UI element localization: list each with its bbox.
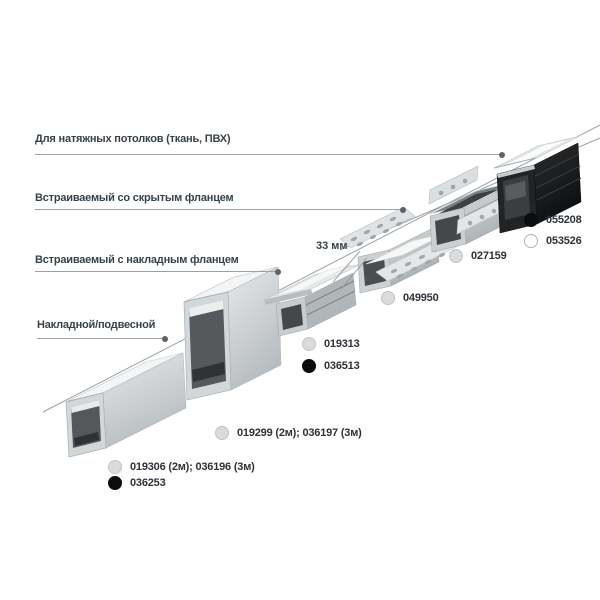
category-label-hidden-flange: Встраиваемый со скрытым фланцем: [35, 192, 234, 204]
variant-dot: [215, 426, 229, 440]
category-label-surface-flange: Встраиваемый с накладным фланцем: [35, 254, 239, 266]
variant-dot: [449, 249, 463, 263]
product-code: 036253: [130, 477, 166, 489]
profile-surface-small: [65, 352, 187, 458]
variant-dot: [302, 359, 316, 373]
product-code: 019306 (2м); 036196 (3м): [130, 461, 255, 473]
code-row: 053526: [524, 234, 582, 248]
leader-dot: [499, 151, 505, 158]
code-row: 036253: [108, 476, 166, 490]
variant-dot: [524, 234, 538, 248]
dimension-ticks: [332, 250, 368, 290]
variant-dot: [302, 337, 316, 351]
variant-dot: [381, 291, 395, 305]
leader-dot: [275, 268, 281, 275]
product-code: 049950: [403, 292, 439, 304]
leader-dot: [400, 206, 406, 213]
profile-recessed-surface-flange: [263, 263, 362, 337]
leader-line-hidden-flange: [35, 206, 406, 213]
product-code: 019313: [324, 338, 360, 350]
code-row: 019313: [302, 337, 360, 351]
product-code: 027159: [471, 250, 507, 262]
dimension-label-33mm: 33 мм: [316, 240, 348, 252]
code-row: 027159: [449, 249, 507, 263]
code-row: 049950: [381, 291, 439, 305]
category-label-stretch-ceilings: Для натяжных потолков (ткань, ПВХ): [35, 133, 231, 145]
variant-dot: [108, 476, 122, 490]
product-code: 036513: [324, 360, 360, 372]
code-row: 019299 (2м); 036197 (3м): [215, 426, 362, 440]
leader-dot: [162, 335, 168, 342]
leader-line-stretch-ceilings: [35, 151, 505, 158]
leader-line-surface-suspended: [37, 335, 168, 342]
code-row: 036513: [302, 359, 360, 373]
code-row: 019306 (2м); 036196 (3м): [108, 460, 255, 474]
product-code: 019299 (2м); 036197 (3м): [237, 427, 362, 439]
product-code: 055208: [546, 214, 582, 226]
product-code: 053526: [546, 235, 582, 247]
profile-surface-tall: [183, 266, 282, 401]
code-row: 055208: [524, 213, 582, 227]
variant-dot: [524, 213, 538, 227]
leader-line-surface-flange: [35, 268, 281, 275]
variant-dot: [108, 460, 122, 474]
category-label-surface-suspended: Накладной/подвесной: [37, 319, 156, 331]
